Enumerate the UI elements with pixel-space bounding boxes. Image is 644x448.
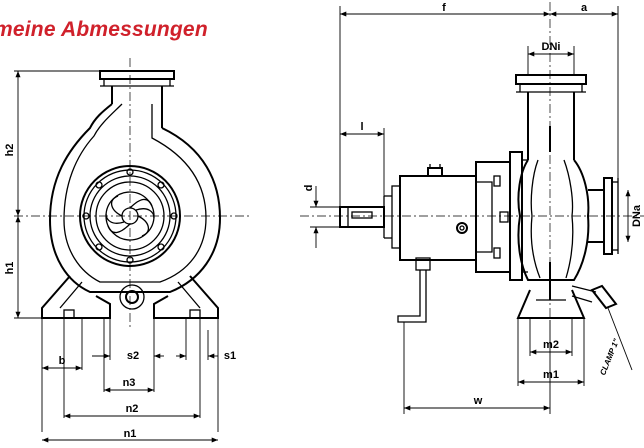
- label-n3: n3: [123, 377, 136, 389]
- label-n2: n2: [126, 403, 139, 415]
- label-s1: s1: [224, 350, 236, 362]
- label-a: a: [581, 2, 588, 14]
- section-title: meine Abmessungen: [0, 18, 208, 41]
- side-view: [300, 2, 644, 414]
- dimension-labels: f a DNi l d h2 h1 DNa b s2 s1 n3 n2 n1 m…: [4, 2, 643, 440]
- label-f: f: [442, 2, 446, 14]
- label-dna: DNa: [631, 204, 643, 227]
- label-h1: h1: [4, 262, 16, 275]
- label-m2: m2: [543, 339, 559, 351]
- label-l: l: [360, 121, 363, 133]
- label-n1: n1: [124, 428, 137, 440]
- label-b: b: [59, 355, 66, 367]
- label-h2: h2: [4, 144, 16, 157]
- label-d: d: [303, 185, 315, 192]
- front-view: [14, 58, 250, 443]
- label-dni: DNi: [542, 41, 561, 53]
- label-m1: m1: [543, 369, 559, 381]
- label-clamp: CLAMP 1": [598, 337, 621, 376]
- label-w: w: [473, 395, 483, 407]
- label-s2: s2: [127, 350, 139, 362]
